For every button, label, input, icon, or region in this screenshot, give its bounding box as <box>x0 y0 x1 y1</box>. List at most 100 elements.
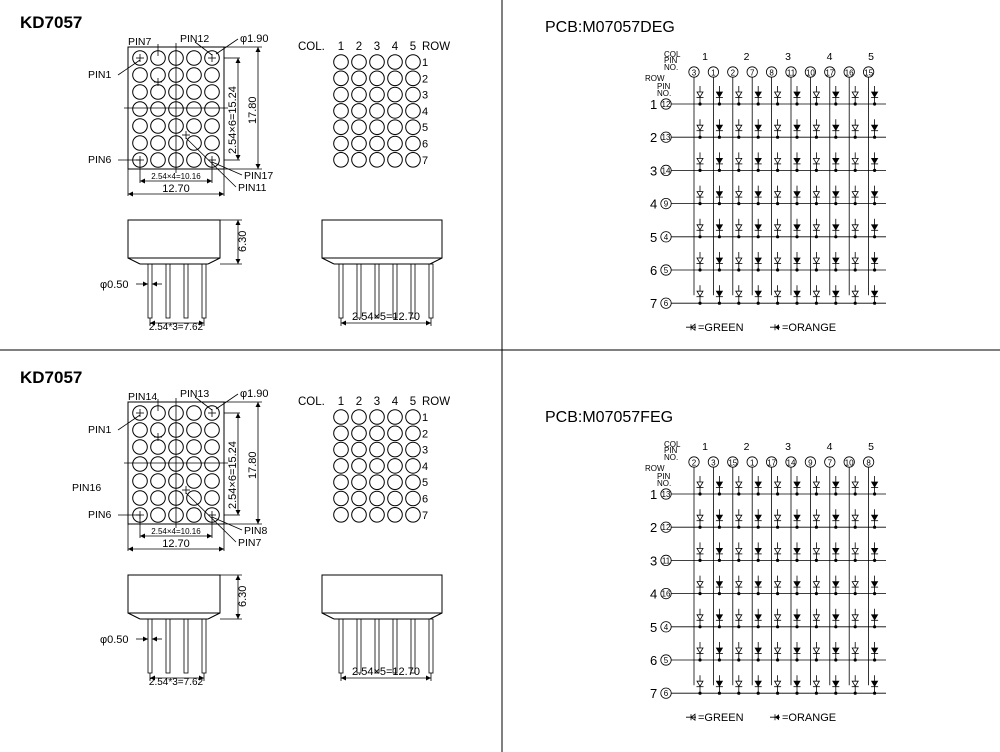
diode-green <box>735 614 743 621</box>
led-dot <box>333 70 349 87</box>
col-pin-number: 2 <box>731 69 736 78</box>
junction-dot <box>873 168 877 172</box>
led-dot <box>150 118 166 134</box>
col-number: 1 <box>338 396 344 408</box>
diode-orange <box>715 481 724 488</box>
lead <box>410 618 416 674</box>
sch-col-number: 4 <box>827 441 833 453</box>
diode-green <box>773 548 782 555</box>
led-dot <box>186 118 202 134</box>
body-chamfer <box>429 257 443 265</box>
diode-green <box>735 257 743 264</box>
junction-dot <box>737 168 741 172</box>
dim-arrowhead <box>143 281 148 287</box>
junction-dot <box>717 202 722 206</box>
col-pin-number: 1 <box>750 459 755 468</box>
diode-orange <box>832 124 840 131</box>
led-dot <box>351 135 367 152</box>
diode-orange <box>715 91 724 98</box>
sch-row-no-label: NO. <box>657 89 671 98</box>
led-dot <box>204 135 220 151</box>
junction-dot <box>717 625 722 629</box>
diode-orange <box>870 224 879 231</box>
diode-orange <box>870 191 879 198</box>
legend-green-symbol <box>686 713 696 721</box>
diode-green <box>773 257 782 264</box>
col-pin-number: 17 <box>767 459 776 468</box>
diode-green <box>735 158 743 165</box>
junction-dot <box>698 202 702 206</box>
dim-pitch-vertical: 2.54×6=15.24 <box>227 441 239 509</box>
junction-dot <box>834 235 838 239</box>
col-number: 2 <box>356 41 362 53</box>
dim-arrowhead <box>140 178 145 184</box>
diode-orange <box>754 614 762 621</box>
row-number: 3 <box>422 90 428 102</box>
diode-orange <box>832 257 840 264</box>
diode-green <box>812 290 821 297</box>
diode-orange <box>870 647 879 654</box>
junction-dot <box>853 525 857 529</box>
led-dot <box>405 458 421 474</box>
lead <box>356 263 362 319</box>
junction-dot <box>737 625 741 629</box>
diode-green <box>851 647 859 654</box>
diode-orange <box>832 191 840 198</box>
diode-orange <box>870 124 879 131</box>
diode-green <box>773 514 782 521</box>
led-dot <box>333 152 349 168</box>
diode-green <box>735 290 743 297</box>
led-dot <box>333 441 349 458</box>
diode-green <box>812 548 821 555</box>
junction-dot <box>776 658 780 662</box>
junction-dot <box>834 691 838 695</box>
body-chamfer <box>207 612 221 620</box>
junction-dot <box>717 658 722 662</box>
dim-arrowhead <box>128 191 133 197</box>
diode-green <box>696 257 704 264</box>
row-number: 7 <box>422 510 428 522</box>
diode-orange <box>832 581 840 588</box>
led-dot <box>387 103 403 119</box>
col-label: COL. <box>298 41 325 53</box>
led-dot <box>405 507 421 523</box>
junction-dot <box>756 235 760 239</box>
leader-line <box>194 41 213 56</box>
col-pin-number: 10 <box>806 69 815 78</box>
junction-dot <box>853 691 857 695</box>
diode-orange <box>793 481 801 488</box>
diode-orange <box>793 191 801 198</box>
col-pin-number: 3 <box>711 459 716 468</box>
row-number: 4 <box>422 106 428 118</box>
junction-dot <box>795 525 799 529</box>
junction-dot <box>698 625 702 629</box>
dim-height: 17.80 <box>247 96 259 124</box>
diode-green <box>851 548 859 555</box>
diode-green <box>851 581 859 588</box>
diode-orange <box>715 290 724 297</box>
sch-col-number: 2 <box>744 441 750 453</box>
diode-green <box>812 91 821 98</box>
junction-dot <box>795 301 799 305</box>
diode-green <box>812 514 821 521</box>
junction-dot <box>776 235 780 239</box>
led-dot <box>150 135 166 151</box>
sch-pin-label: PIN <box>664 446 678 455</box>
junction-dot <box>795 492 799 496</box>
legend-orange-symbol <box>775 324 779 331</box>
dim-arrowhead <box>235 259 241 264</box>
sch-col-number: 1 <box>702 51 708 63</box>
diode-green <box>851 481 859 488</box>
side-view-body <box>321 219 443 259</box>
led-dot <box>333 135 349 152</box>
diode-orange <box>754 158 762 165</box>
row-pin-number: 12 <box>662 100 671 109</box>
diode-green <box>773 124 782 131</box>
junction-dot <box>834 625 838 629</box>
junction-dot <box>698 135 702 139</box>
led-dot <box>387 458 403 474</box>
part-number: KD7057 <box>20 13 82 32</box>
junction-dot <box>776 168 780 172</box>
junction-dot <box>737 102 741 106</box>
